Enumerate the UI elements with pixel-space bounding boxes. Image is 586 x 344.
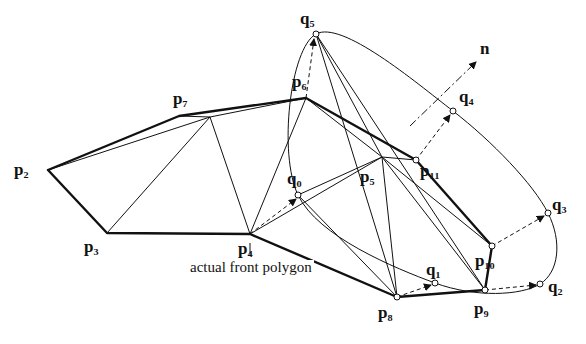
point-label: q₄	[459, 88, 474, 105]
point-label: q₀	[287, 170, 302, 187]
point-label: p₉	[474, 300, 489, 317]
normal-vector	[410, 62, 476, 126]
point-label: p₁₀	[475, 252, 495, 269]
front-polygon	[48, 98, 492, 297]
point-label: p₄	[238, 240, 253, 257]
point-label: p₃	[84, 238, 99, 255]
vector-label: n	[480, 40, 489, 57]
point-label: p₇	[173, 90, 188, 107]
point-label: p₅	[360, 168, 375, 185]
point-label: q₂	[548, 278, 563, 295]
point-label: p₁₁	[420, 162, 440, 179]
point-label: p₆	[292, 73, 307, 90]
point-label: q₁	[426, 261, 441, 278]
point-label: q₃	[552, 196, 567, 213]
note-label: actual front polygon	[188, 260, 314, 275]
point-label: p₂	[14, 161, 29, 178]
projection-arrows	[250, 39, 544, 297]
projected-curve	[288, 32, 557, 293]
point-markers	[295, 31, 551, 300]
point-label: q₅	[300, 10, 315, 27]
triangulation	[48, 34, 492, 297]
point-label: p₈	[378, 304, 393, 321]
